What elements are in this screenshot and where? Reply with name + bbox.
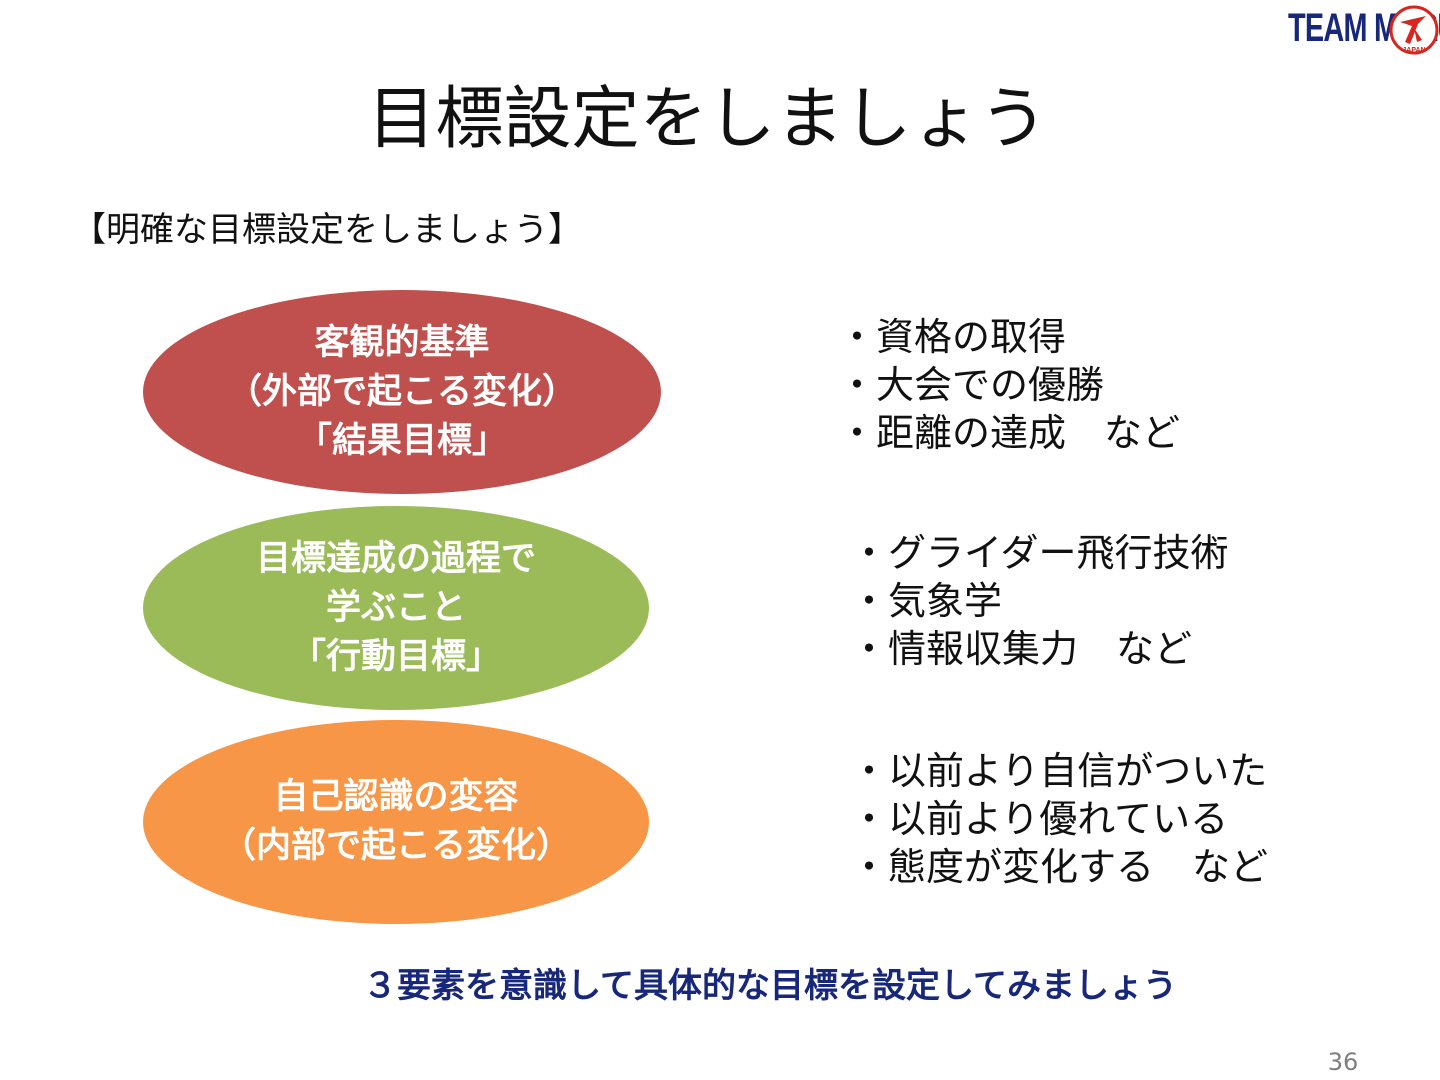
ellipse-line: 学ぶこと bbox=[325, 587, 466, 628]
ellipse-line: 自己認識の変容 bbox=[273, 777, 519, 817]
list-item: ・距離の達成 など bbox=[838, 411, 1181, 455]
self-awareness-examples: ・以前より自信がついた ・以前より優れている ・態度が変化する など bbox=[850, 747, 1268, 891]
emblem-label: JAPAN bbox=[1402, 47, 1425, 54]
action-goal-examples: ・グライダー飛行技術 ・気象学 ・情報収集力 など bbox=[850, 529, 1228, 673]
action-goal-ellipse: 目標達成の過程で 学ぶこと 「行動目標」 bbox=[143, 506, 649, 710]
ellipse-line: 「結果目標」 bbox=[296, 420, 507, 461]
list-item: ・態度が変化する など bbox=[850, 845, 1269, 889]
ellipse-line: （外部で起こる変化） bbox=[226, 371, 577, 412]
list-item: ・情報収集力 など bbox=[850, 627, 1193, 671]
ellipse-line: 目標達成の過程で bbox=[255, 538, 536, 579]
subheading: 【明確な目標設定をしましょう】 bbox=[72, 210, 582, 250]
list-item: ・気象学 bbox=[850, 579, 1003, 623]
ellipse-line: 客観的基準 bbox=[314, 322, 490, 363]
list-item: ・大会での優勝 bbox=[838, 363, 1105, 407]
self-awareness-ellipse: 自己認識の変容 （内部で起こる変化） bbox=[143, 720, 649, 924]
slide-title: 目標設定をしましょう bbox=[367, 80, 1048, 159]
ellipse-line: 「行動目標」 bbox=[290, 636, 501, 677]
list-item: ・グライダー飛行技術 bbox=[850, 531, 1229, 575]
bottom-message: ３要素を意識して具体的な目標を設定してみましょう bbox=[363, 966, 1177, 1006]
page-number: 36 bbox=[1327, 1048, 1359, 1076]
team-maru-logo: TEAM MARU JAPAN bbox=[1240, 0, 1440, 60]
list-item: ・資格の取得 bbox=[838, 315, 1067, 359]
result-goal-examples: ・資格の取得 ・大会での優勝 ・距離の達成 など bbox=[838, 313, 1180, 457]
list-item: ・以前より自信がついた bbox=[850, 749, 1268, 793]
result-goal-ellipse: 客観的基準 （外部で起こる変化） 「結果目標」 bbox=[143, 290, 661, 494]
team-maru-emblem-icon: JAPAN bbox=[1389, 5, 1439, 55]
ellipse-line: （内部で起こる変化） bbox=[220, 826, 571, 866]
list-item: ・以前より優れている bbox=[850, 797, 1229, 841]
